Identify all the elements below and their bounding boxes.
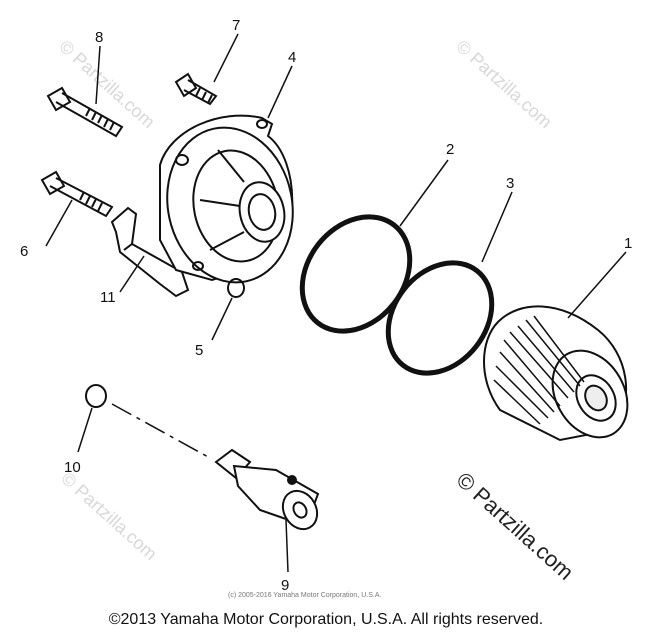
small-copyright: (c) 2005-2016 Yamaha Motor Corporation, … [228, 592, 381, 599]
valve-9 [214, 448, 320, 531]
o-ring-large-2 [299, 214, 413, 334]
callout-7-label: 7 [232, 17, 240, 34]
bolt-6 [40, 170, 114, 218]
callout-8: 8 [95, 29, 103, 46]
callout-labels: 8 7 7 4 2 3 1 6 11 5 10 9 [20, 17, 632, 594]
watermark-bottom-right: © Partzilla.com [452, 467, 579, 585]
watermark-bottom-left: © Partzilla.com [57, 468, 161, 564]
callout-4: 4 [288, 49, 296, 66]
bolt-long-8 [46, 86, 124, 138]
bolt-short-7 [174, 72, 218, 106]
oil-filter-element-1 [483, 305, 629, 442]
callout-10: 10 [64, 459, 81, 476]
leader-lines [45, 33, 627, 573]
bracket-11 [110, 206, 190, 298]
watermark-top-right: © Partzilla.com [452, 36, 556, 132]
callout-1: 1 [624, 235, 632, 252]
filter-housing-4 [159, 114, 294, 284]
callout-6: 6 [20, 243, 28, 260]
callout-9: 9 [281, 577, 289, 594]
o-ring-small-10 [85, 384, 107, 408]
watermarks: © Partzilla.com © Partzilla.com © Partzi… [55, 36, 578, 585]
callout-11: 11 [100, 289, 116, 306]
o-ring-small-5 [227, 278, 245, 298]
callout-2: 2 [446, 141, 454, 158]
o-ring-large-3 [385, 260, 495, 376]
callout-3: 3 [506, 175, 514, 192]
center-line [111, 403, 211, 459]
copyright-notice: ©2013 Yamaha Motor Corporation, U.S.A. A… [108, 611, 544, 628]
callout-5: 5 [195, 342, 203, 359]
